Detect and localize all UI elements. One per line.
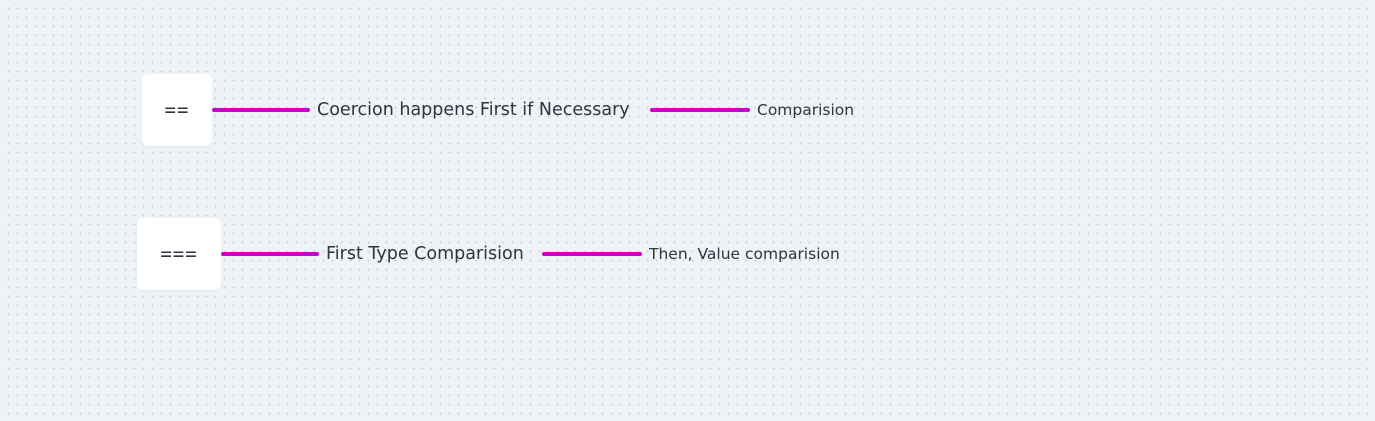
description-node[interactable]: Coercion happens First if Necessary [317,100,630,120]
detail-node[interactable]: Then, Value comparision [649,245,840,263]
operator-label: == [164,99,190,121]
connector-line [221,252,319,256]
connector-line [542,252,642,256]
detail-node[interactable]: Comparision [757,101,855,119]
operator-node-strict-equality[interactable]: === [137,218,221,290]
connector-line [212,108,310,112]
description-node[interactable]: First Type Comparision [326,244,524,264]
operator-node-loose-equality[interactable]: == [142,74,212,146]
operator-label: === [160,243,198,265]
connector-line [650,108,750,112]
